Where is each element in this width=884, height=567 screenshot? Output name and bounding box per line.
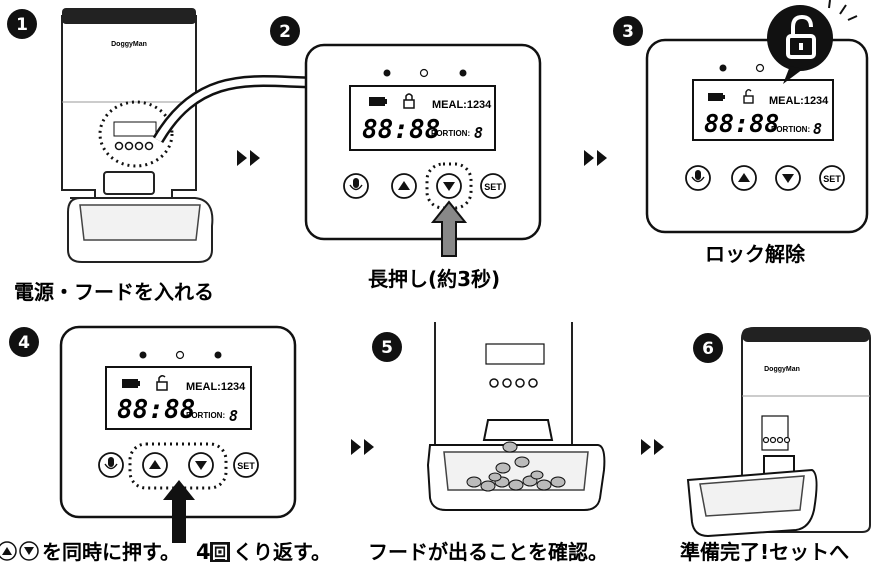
- step-4-number: 4: [18, 333, 30, 353]
- portion-label-3: PORTION:: [771, 125, 810, 134]
- unlock-icon: [767, 0, 858, 84]
- step-6-marker: 6: [693, 333, 723, 363]
- down-button-2[interactable]: [436, 173, 462, 199]
- step-6-caption: 準備完了!セットへ: [680, 540, 849, 564]
- feeder-illustration-6: DoggyMan: [686, 327, 871, 538]
- set-label-2: SET: [484, 182, 502, 192]
- step-1-marker: 1: [7, 9, 37, 39]
- step-3-number: 3: [622, 22, 634, 42]
- step-2: 2 MEAL:1234 88:88 PORTION: 8 SET 長押し(約3秒…: [270, 16, 542, 291]
- step-4-caption-kanji: 回: [212, 543, 228, 562]
- next-arrow-3: [351, 439, 374, 455]
- meal-label-3: MEAL:1234: [769, 95, 829, 107]
- set-button-3[interactable]: SET: [819, 165, 845, 191]
- set-label-3: SET: [823, 174, 841, 184]
- lcd-screen-3: [692, 79, 834, 141]
- step-2-number: 2: [279, 22, 291, 42]
- step-4-caption-count: 4: [196, 540, 211, 564]
- lock-icon: [403, 93, 415, 109]
- time-display-4: 88:88: [117, 395, 195, 425]
- step-5-caption: フードが出ることを確認。: [368, 540, 608, 564]
- step-5: 5 フードが出ることを確認。: [368, 322, 608, 564]
- step-3-marker: 3: [613, 16, 643, 46]
- mic-button-3[interactable]: [685, 165, 711, 191]
- brand-logo-1: DoggyMan: [111, 41, 147, 48]
- feeder-illustration-5: [426, 322, 606, 511]
- step-1: 1 DoggyMan 電源・フードを入れる: [7, 8, 355, 304]
- step-1-caption: 電源・フードを入れる: [14, 280, 214, 304]
- battery-icon: [122, 379, 140, 388]
- portion-value-2: 8: [474, 124, 483, 142]
- set-button-4[interactable]: SET: [233, 452, 259, 478]
- step-5-number: 5: [381, 338, 393, 358]
- portion-value-4: 8: [229, 407, 238, 425]
- set-button-2[interactable]: SET: [480, 173, 506, 199]
- step-3-caption: ロック解除: [705, 242, 806, 266]
- down-button-4[interactable]: [188, 452, 214, 478]
- time-display-3: 88:88: [704, 109, 779, 138]
- meal-label-4: MEAL:1234: [186, 381, 246, 393]
- meal-label-2: MEAL:1234: [432, 99, 492, 111]
- battery-icon: [708, 93, 725, 101]
- mic-button-4[interactable]: [98, 452, 124, 478]
- up-button-2[interactable]: [391, 173, 417, 199]
- press-arrow-4: [163, 480, 195, 543]
- step-2-caption: 長押し(約3秒): [368, 267, 500, 291]
- step-4-caption-pre: を同時に押す。: [42, 540, 180, 564]
- next-arrow-2: [584, 150, 607, 166]
- lcd-screen-2: [349, 85, 496, 151]
- step-4-caption-post: くり返す。: [233, 540, 331, 564]
- lock-open-icon: [743, 89, 754, 104]
- up-button-3[interactable]: [731, 165, 757, 191]
- next-arrow-1: [237, 150, 260, 166]
- mic-button-2[interactable]: [343, 173, 369, 199]
- portion-label-2: PORTION:: [431, 129, 470, 138]
- time-display-2: 88:88: [362, 115, 440, 145]
- lcd-screen-4: [105, 366, 252, 430]
- step-4-marker: 4: [9, 327, 39, 357]
- step-2-marker: 2: [270, 16, 300, 46]
- portion-value-3: 8: [813, 120, 822, 138]
- step-1-number: 1: [16, 15, 28, 35]
- feeder-illustration-1: DoggyMan: [61, 8, 214, 263]
- press-arrow-2: [430, 200, 468, 257]
- battery-icon: [369, 97, 387, 106]
- portion-label-4: PORTION:: [186, 411, 225, 420]
- step-3: 3 MEAL:1234 88:88 PORTION: 8 SET ロック解除: [613, 0, 869, 266]
- step-5-marker: 5: [372, 332, 402, 362]
- set-label-4: SET: [237, 461, 255, 471]
- down-button-3[interactable]: [775, 165, 801, 191]
- caption-up-icon: [0, 541, 17, 561]
- step-6: 6 DoggyMan 準備完了!セットへ: [680, 327, 871, 564]
- up-button-4[interactable]: [142, 452, 168, 478]
- step-6-number: 6: [702, 339, 714, 359]
- panel-highlight-ring: [98, 100, 174, 168]
- step-4: 4 MEAL:1234 88:88 PORTION: 8 SET を同時に押す。…: [0, 325, 331, 564]
- next-arrow-4: [641, 439, 664, 455]
- lock-open-icon: [156, 374, 168, 391]
- brand-logo-6: DoggyMan: [764, 366, 800, 373]
- step-4-caption: を同時に押す。 4 回 くり返す。: [0, 540, 331, 564]
- caption-down-icon: [19, 541, 39, 561]
